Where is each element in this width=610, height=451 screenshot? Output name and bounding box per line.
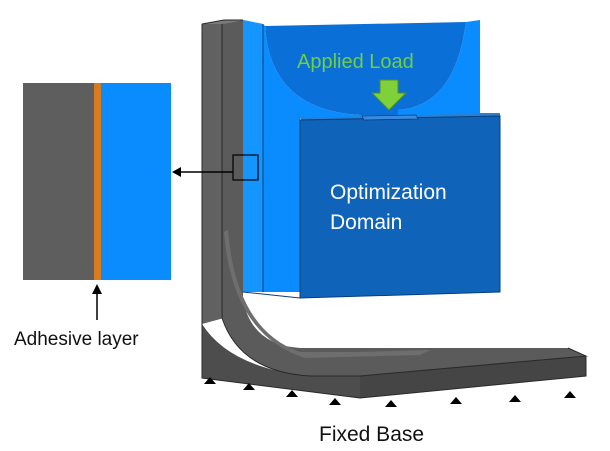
optimization-body — [242, 20, 501, 299]
adhesive-pointer-arrow-icon — [92, 284, 102, 294]
bracket-base-top — [222, 20, 586, 376]
bracket-base-left — [202, 324, 360, 398]
support-triangle — [509, 395, 521, 402]
support-triangle — [243, 383, 255, 390]
support-triangle — [286, 390, 298, 397]
load-arrow-icon — [370, 79, 408, 111]
bracket-wall-top — [202, 20, 243, 24]
callout-arrow-icon — [172, 167, 181, 177]
fixed-supports — [204, 377, 576, 407]
support-triangle — [329, 398, 341, 405]
inset-gray — [23, 83, 94, 280]
domain-left-face — [243, 20, 263, 292]
support-triangle — [564, 391, 576, 398]
detail-callout — [172, 154, 259, 181]
domain-outline — [242, 24, 501, 299]
applied-load-label: Applied Load — [297, 51, 414, 73]
support-triangle — [204, 377, 216, 384]
domain-block-front — [300, 116, 500, 298]
applied-load-arrow — [370, 79, 408, 111]
zoom-inset — [23, 83, 171, 320]
adhesive-layer-label: Adhesive layer — [14, 329, 139, 350]
bracket-base-front — [360, 356, 586, 398]
optimization-domain-label-line1: Optimization — [330, 181, 447, 204]
domain-back-fillet — [265, 22, 466, 115]
callout-box — [232, 154, 259, 181]
optimization-domain-label-line2: Domain — [330, 211, 402, 234]
support-triangle — [450, 397, 462, 404]
load-pad — [361, 114, 419, 121]
domain-upper-surface — [243, 20, 500, 292]
bracket-outline — [201, 19, 588, 399]
inset-blue — [101, 83, 171, 280]
support-triangle — [385, 400, 397, 407]
inset-adhesive — [94, 83, 101, 280]
l-bracket — [201, 19, 588, 399]
fixed-base-label: Fixed Base — [319, 423, 424, 446]
